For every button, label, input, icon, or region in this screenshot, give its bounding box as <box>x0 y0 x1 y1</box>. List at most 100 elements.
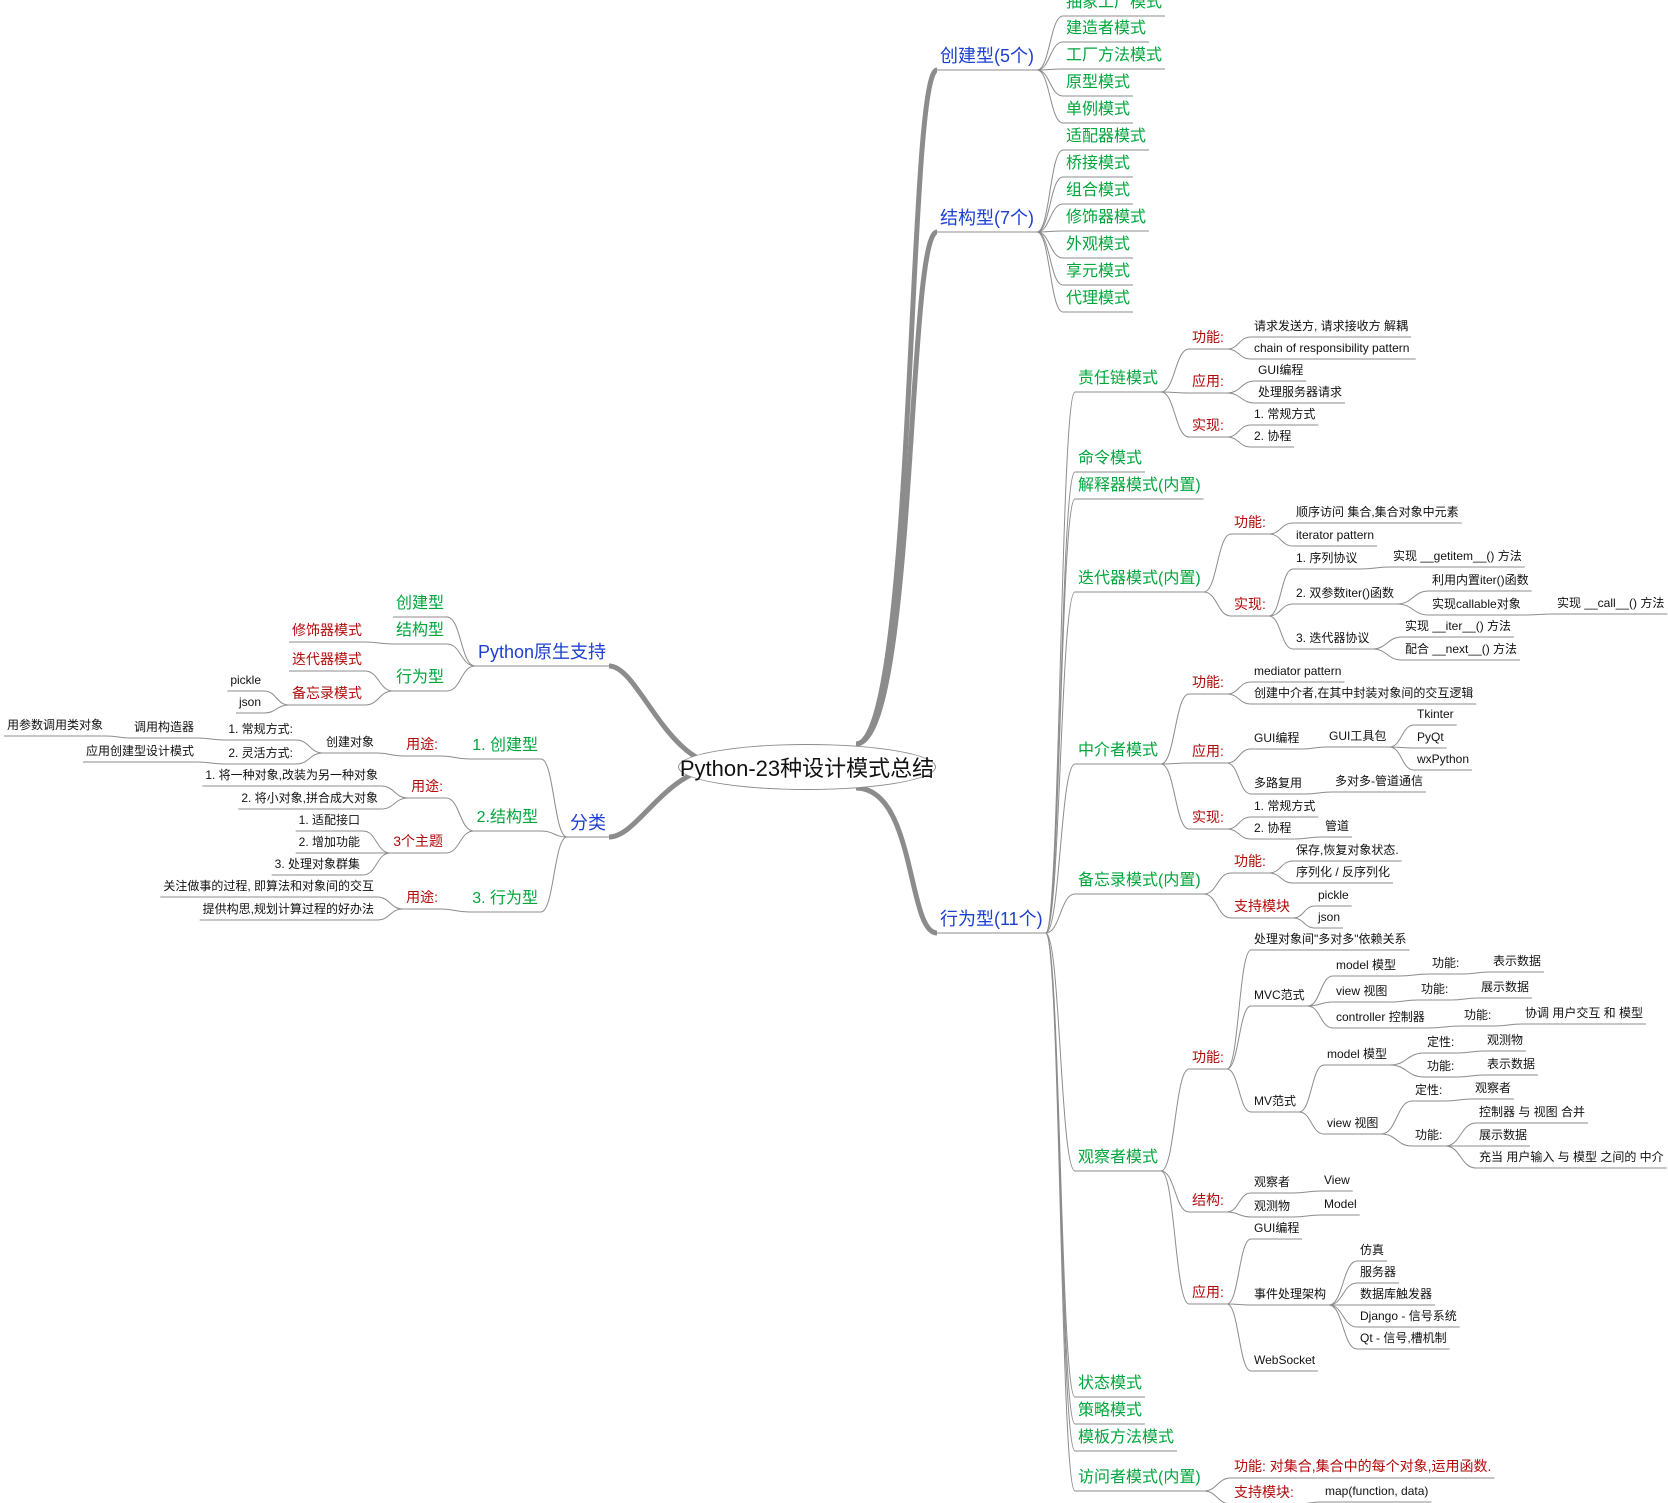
node-b1-i1[interactable]: 1. 常规方式 <box>1254 407 1316 421</box>
node-b1[interactable]: 责任链模式 <box>1078 370 1159 387</box>
node-b5-a[interactable]: 应用: <box>1192 743 1224 759</box>
node-c1-2[interactable]: 建造者模式 <box>1066 20 1147 37</box>
node-b5-i[interactable]: 实现: <box>1192 809 1224 825</box>
node-b11[interactable]: 访问者模式(内置) <box>1078 1469 1201 1486</box>
node-b5-f1[interactable]: mediator pattern <box>1254 664 1342 678</box>
node-k1u1b[interactable]: 2. 灵活方式: <box>228 746 293 760</box>
node-b5-t3[interactable]: wxPython <box>1417 752 1470 766</box>
node-b7-s2v[interactable]: Model <box>1324 1197 1357 1211</box>
node-b7-mvc3f[interactable]: 功能: <box>1464 1008 1492 1022</box>
node-b7-a2e[interactable]: Qt - 信号,槽机制 <box>1360 1331 1447 1345</box>
node-b6[interactable]: 备忘录模式(内置) <box>1078 872 1201 889</box>
node-b7-s1[interactable]: 观察者 <box>1254 1175 1291 1189</box>
node-b5-f[interactable]: 功能: <box>1192 674 1224 690</box>
node-p1[interactable]: 创建型 <box>395 595 444 612</box>
node-b4-i2[interactable]: 2. 双参数iter()函数 <box>1296 586 1395 600</box>
node-b7-a[interactable]: 应用: <box>1192 1284 1224 1300</box>
node-b1-f1[interactable]: 请求发送方, 请求接收方 解耦 <box>1254 319 1409 333</box>
node-k1u1a[interactable]: 1. 常规方式: <box>228 722 293 736</box>
node-b6-s[interactable]: 支持模块 <box>1234 898 1290 914</box>
node-c1-4[interactable]: 原型模式 <box>1066 74 1131 91</box>
node-c2-7[interactable]: 代理模式 <box>1066 290 1131 307</box>
node-k3u1[interactable]: 关注做事的过程, 即算法和对象间的交互 <box>163 879 374 893</box>
node-b11-s[interactable]: 支持模块: <box>1234 1484 1294 1500</box>
node-b4-i[interactable]: 实现: <box>1234 596 1266 612</box>
node-b1-f2[interactable]: chain of responsibility pattern <box>1254 341 1410 355</box>
node-k1u1[interactable]: 创建对象 <box>325 735 374 749</box>
node-b5-a2a[interactable]: 多对多-管道通信 <box>1335 774 1423 788</box>
node-b7-mv1dv[interactable]: 观测物 <box>1487 1033 1524 1047</box>
node-b7-mv2d[interactable]: 定性: <box>1415 1083 1443 1097</box>
node-k1u1b1[interactable]: 应用创建型设计模式 <box>85 744 194 758</box>
node-k2u1[interactable]: 1. 将一种对象,改装为另一种对象 <box>205 768 378 782</box>
node-b5-i1[interactable]: 1. 常规方式 <box>1254 799 1316 813</box>
node-p2a[interactable]: 修饰器模式 <box>292 622 362 638</box>
node-b7-a2b[interactable]: 服务器 <box>1360 1265 1397 1279</box>
node-b5-a1[interactable]: GUI编程 <box>1254 731 1300 745</box>
node-b4-i2a[interactable]: 利用内置iter()函数 <box>1432 573 1529 587</box>
node-b7-f1[interactable]: 处理对象间"多对多"依赖关系 <box>1254 932 1407 946</box>
node-k[interactable]: 分类 <box>570 813 606 833</box>
node-b7-a2d[interactable]: Django - 信号系统 <box>1360 1309 1457 1323</box>
node-k2[interactable]: 2.结构型 <box>476 809 538 826</box>
node-b7-mvc3[interactable]: controller 控制器 <box>1336 1010 1425 1024</box>
node-b7-a2a[interactable]: 仿真 <box>1360 1243 1385 1257</box>
node-b4-i1a[interactable]: 实现 __getitem__() 方法 <box>1393 549 1522 563</box>
node-b1-a[interactable]: 应用: <box>1192 373 1224 389</box>
node-b7-mv[interactable]: MV范式 <box>1254 1094 1297 1108</box>
node-b4-i3b[interactable]: 配合 __next__() 方法 <box>1405 642 1518 656</box>
node-b5-f2[interactable]: 创建中介者,在其中封装对象间的交互逻辑 <box>1254 686 1474 700</box>
node-b7-mv2dv[interactable]: 观察者 <box>1475 1081 1512 1095</box>
node-c1[interactable]: 创建型(5个) <box>940 46 1034 66</box>
node-b7-f[interactable]: 功能: <box>1192 1049 1224 1065</box>
node-c1-1[interactable]: 抽象工厂模式 <box>1066 0 1163 11</box>
node-k1[interactable]: 1. 创建型 <box>472 737 538 754</box>
node-p3b1[interactable]: pickle <box>230 673 261 687</box>
node-b4-i3[interactable]: 3. 迭代器协议 <box>1296 631 1370 645</box>
node-b7-a2[interactable]: 事件处理架构 <box>1254 1287 1327 1301</box>
node-p3b2[interactable]: json <box>238 695 261 709</box>
node-k3u[interactable]: 用途: <box>406 889 438 905</box>
node-b7-a2c[interactable]: 数据库触发器 <box>1360 1287 1433 1301</box>
node-b1-i2[interactable]: 2. 协程 <box>1254 429 1292 443</box>
node-b5-a1a[interactable]: GUI工具包 <box>1329 729 1387 743</box>
node-b11-f[interactable]: 功能: 对集合,集合中的每个对象,运用函数. <box>1234 1458 1492 1474</box>
node-b4-f[interactable]: 功能: <box>1234 514 1266 530</box>
node-k2t3[interactable]: 3. 处理对象群集 <box>274 857 360 871</box>
node-k1u[interactable]: 用途: <box>406 736 438 752</box>
node-b11-s1[interactable]: map(function, data) <box>1325 1484 1429 1498</box>
node-b7-a1[interactable]: GUI编程 <box>1254 1221 1300 1235</box>
node-b1-i[interactable]: 实现: <box>1192 417 1224 433</box>
node-b4-i2b1[interactable]: 实现 __call__() 方法 <box>1557 596 1665 610</box>
node-b6-f1[interactable]: 保存,恢复对象状态. <box>1296 843 1399 857</box>
node-b7-mv1[interactable]: model 模型 <box>1327 1047 1388 1061</box>
node-b2[interactable]: 命令模式 <box>1078 450 1143 467</box>
node-k1u1a1[interactable]: 调用构造器 <box>133 720 194 734</box>
node-k2t[interactable]: 3个主题 <box>393 833 443 849</box>
node-c2-3[interactable]: 组合模式 <box>1066 182 1131 199</box>
node-b7-mv2f2[interactable]: 展示数据 <box>1479 1128 1528 1142</box>
node-b6-s2[interactable]: json <box>1318 910 1341 924</box>
node-k3u2[interactable]: 提供构思,规划计算过程的好办法 <box>202 902 374 916</box>
node-b7-mvc1v[interactable]: 表示数据 <box>1493 954 1542 968</box>
node-b7-mv2[interactable]: view 视图 <box>1327 1116 1379 1130</box>
node-b5-i2[interactable]: 2. 协程 <box>1254 821 1292 835</box>
node-b7-mv1f[interactable]: 功能: <box>1427 1059 1455 1073</box>
node-b4-i2b[interactable]: 实现callable对象 <box>1432 597 1521 611</box>
node-b5-t1[interactable]: Tkinter <box>1417 707 1454 721</box>
node-b6-f2[interactable]: 序列化 / 反序列化 <box>1296 865 1391 879</box>
node-c2-2[interactable]: 桥接模式 <box>1066 155 1131 172</box>
node-c1-5[interactable]: 单例模式 <box>1066 101 1131 118</box>
node-b1-a1[interactable]: GUI编程 <box>1258 363 1304 377</box>
node-b4-i1[interactable]: 1. 序列协议 <box>1296 551 1358 565</box>
node-b7-a3[interactable]: WebSocket <box>1254 1353 1316 1367</box>
node-p3a[interactable]: 迭代器模式 <box>292 651 362 667</box>
node-b7[interactable]: 观察者模式 <box>1078 1149 1159 1166</box>
node-k2t2[interactable]: 2. 增加功能 <box>298 835 360 849</box>
node-p3b[interactable]: 备忘录模式 <box>292 685 362 701</box>
node-b3[interactable]: 解释器模式(内置) <box>1078 477 1201 494</box>
node-b9[interactable]: 策略模式 <box>1078 1402 1143 1419</box>
node-b4-f1[interactable]: 顺序访问 集合,集合对象中元素 <box>1296 505 1459 519</box>
node-p3[interactable]: 行为型 <box>395 669 444 686</box>
node-k3[interactable]: 3. 行为型 <box>472 890 538 907</box>
